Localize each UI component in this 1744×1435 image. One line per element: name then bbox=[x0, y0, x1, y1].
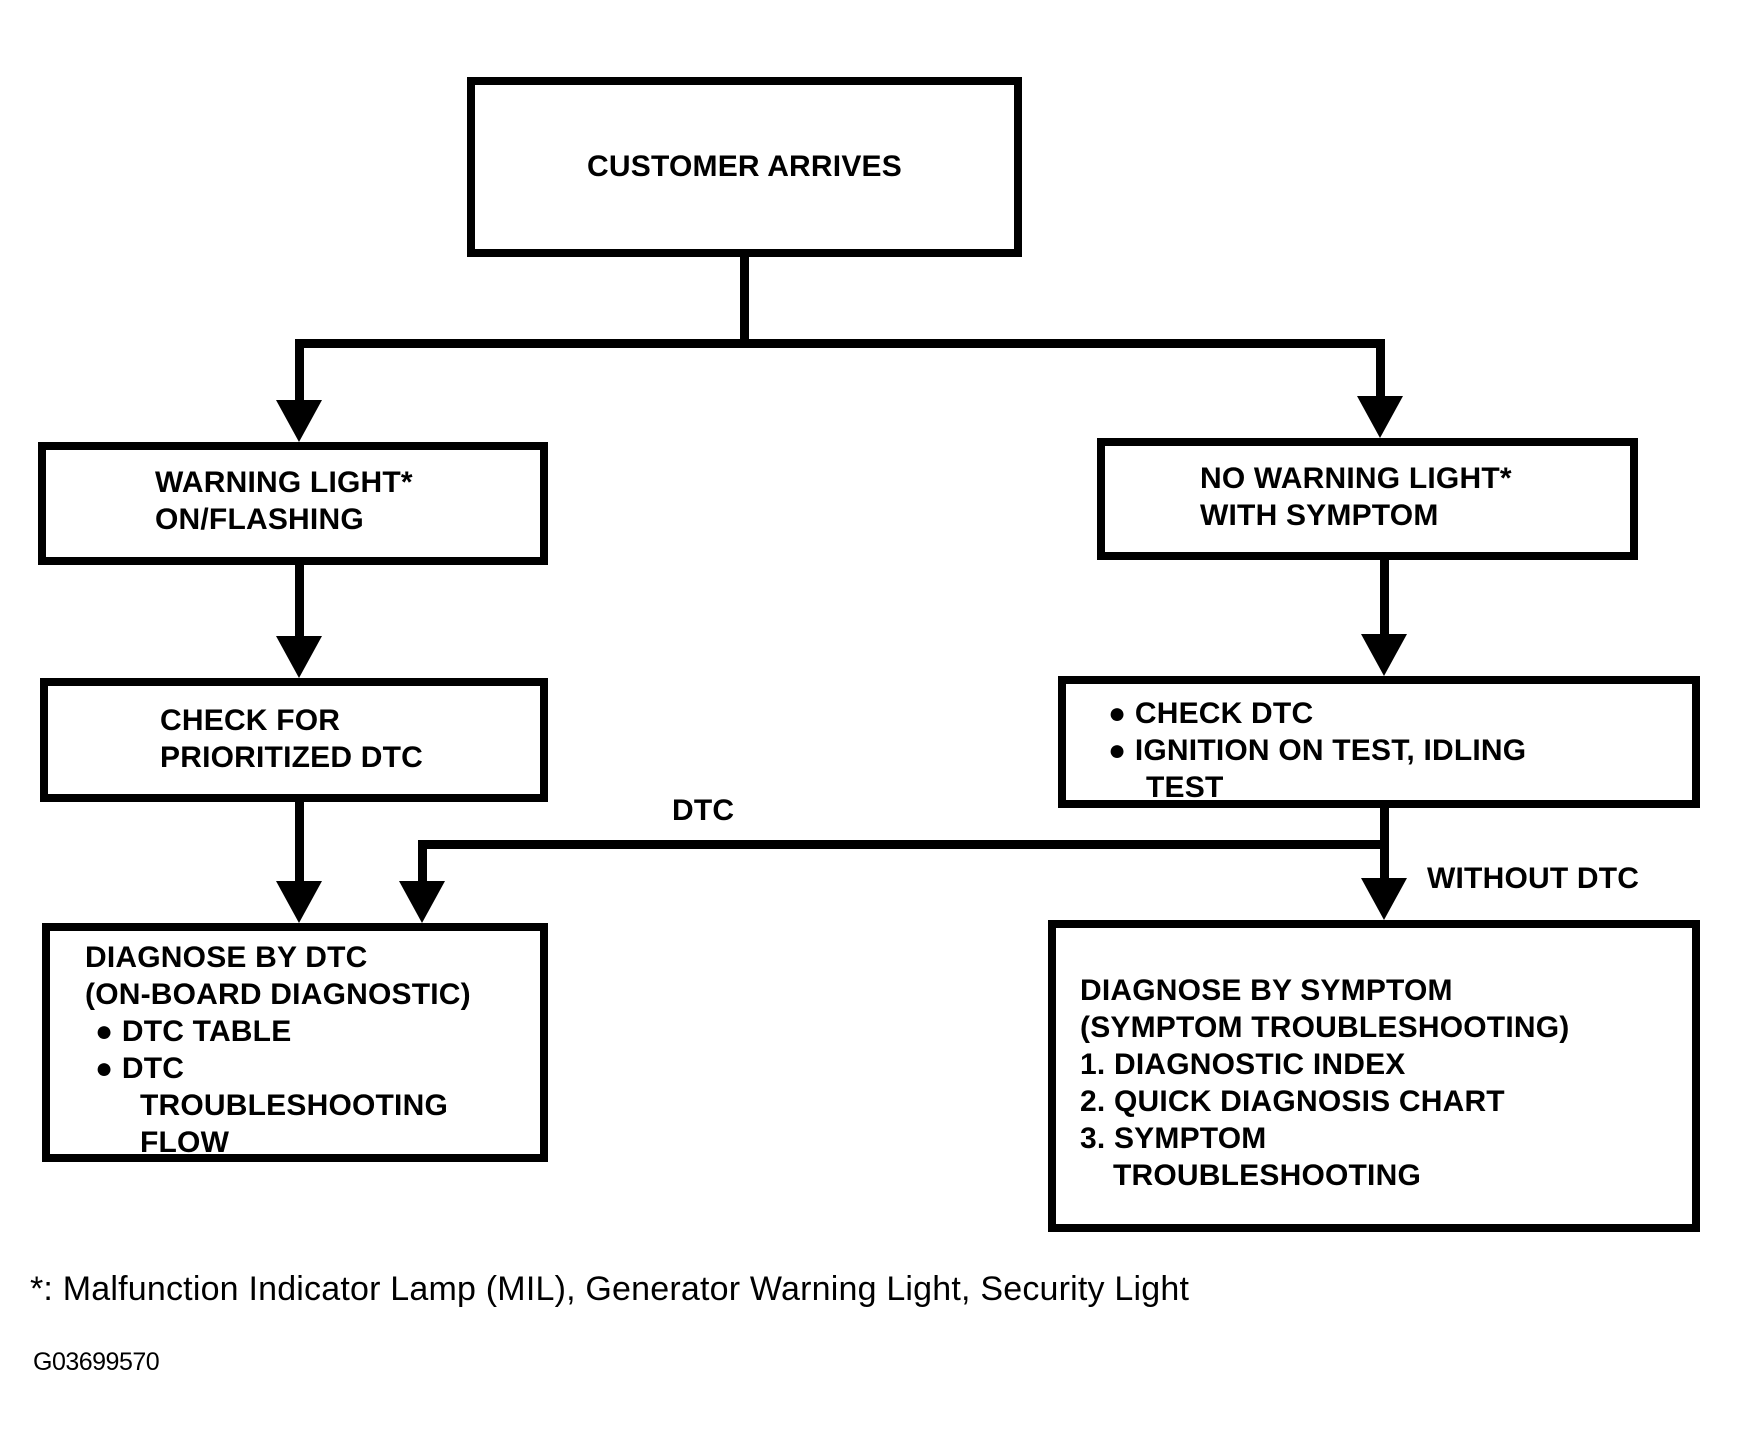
node-diagnose-dtc-line2: (ON-BOARD DIAGNOSTIC) bbox=[85, 978, 471, 1011]
edge-warninglight-to-check-line bbox=[295, 558, 304, 642]
node-no-warning-light-line2: WITH SYMPTOM bbox=[1200, 499, 1439, 532]
node-no-warning-light: NO WARNING LIGHT* WITH SYMPTOM bbox=[1097, 438, 1638, 560]
node-no-warning-light-line1: NO WARNING LIGHT* bbox=[1200, 462, 1512, 495]
edge-label-dtc: DTC bbox=[672, 794, 735, 827]
node-diagnose-dtc-line3: ● DTC TABLE bbox=[95, 1015, 292, 1048]
edge-nowarning-to-checkdtc-line bbox=[1380, 554, 1389, 640]
node-warning-light: WARNING LIGHT* ON/FLASHING bbox=[38, 442, 548, 565]
arrowhead-into-diagnose-dtc-left bbox=[276, 881, 322, 923]
node-customer-arrives: CUSTOMER ARRIVES bbox=[467, 77, 1022, 257]
arrowhead-into-check-prioritized bbox=[276, 636, 322, 678]
node-diagnose-symptom-line3: 1. DIAGNOSTIC INDEX bbox=[1080, 1048, 1406, 1081]
edge-dtc-drop-line bbox=[418, 840, 427, 888]
arrowhead-into-warning-light bbox=[276, 400, 322, 442]
edge-label-without-dtc: WITHOUT DTC bbox=[1427, 862, 1640, 895]
node-check-dtc-line1: ● CHECK DTC bbox=[1108, 697, 1314, 730]
node-check-dtc-line2: ● IGNITION ON TEST, IDLING bbox=[1108, 734, 1527, 767]
node-diagnose-dtc-line4: ● DTC bbox=[95, 1052, 185, 1085]
node-diagnose-by-symptom: DIAGNOSE BY SYMPTOM (SYMPTOM TROUBLESHOO… bbox=[1048, 920, 1700, 1232]
node-diagnose-symptom-line4: 2. QUICK DIAGNOSIS CHART bbox=[1080, 1085, 1505, 1118]
edge-left-drop-line bbox=[295, 339, 304, 403]
edge-dtc-branch-line bbox=[418, 840, 1389, 849]
node-customer-arrives-label: CUSTOMER ARRIVES bbox=[587, 150, 902, 183]
node-check-dtc-line3: TEST bbox=[1146, 771, 1224, 804]
figure-id: G03699570 bbox=[33, 1348, 160, 1376]
node-diagnose-symptom-line5: 3. SYMPTOM bbox=[1080, 1122, 1267, 1155]
node-check-prioritized-line2: PRIORITIZED DTC bbox=[160, 741, 423, 774]
node-diagnose-symptom-line1: DIAGNOSE BY SYMPTOM bbox=[1080, 974, 1453, 1007]
edge-right-drop-line bbox=[1376, 339, 1385, 399]
node-check-dtc-tests: ● CHECK DTC ● IGNITION ON TEST, IDLING T… bbox=[1058, 676, 1700, 808]
node-check-prioritized-dtc: CHECK FOR PRIORITIZED DTC bbox=[40, 678, 548, 802]
edge-branch-line bbox=[295, 339, 1385, 348]
arrowhead-into-diagnose-symptom bbox=[1361, 878, 1407, 920]
node-diagnose-symptom-line2: (SYMPTOM TROUBLESHOOTING) bbox=[1080, 1011, 1570, 1044]
node-diagnose-dtc-line6: FLOW bbox=[140, 1126, 230, 1159]
node-diagnose-symptom-line6: TROUBLESHOOTING bbox=[1113, 1159, 1421, 1192]
footnote-mil-definition: *: Malfunction Indicator Lamp (MIL), Gen… bbox=[30, 1270, 1190, 1308]
arrowhead-into-diagnose-dtc-from-dtc bbox=[399, 881, 445, 923]
edge-trunk-line bbox=[740, 252, 749, 344]
node-warning-light-line1: WARNING LIGHT* bbox=[155, 466, 413, 499]
edge-check-to-diagnosedtc-line bbox=[295, 797, 304, 887]
node-diagnose-by-dtc: DIAGNOSE BY DTC (ON-BOARD DIAGNOSTIC) ● … bbox=[42, 923, 548, 1162]
node-diagnose-dtc-line5: TROUBLESHOOTING bbox=[140, 1089, 448, 1122]
node-check-prioritized-line1: CHECK FOR bbox=[160, 704, 341, 737]
node-diagnose-dtc-line1: DIAGNOSE BY DTC bbox=[85, 941, 368, 974]
node-warning-light-line2: ON/FLASHING bbox=[155, 503, 364, 536]
arrowhead-into-check-dtc bbox=[1361, 634, 1407, 676]
arrowhead-into-no-warning-light bbox=[1357, 396, 1403, 438]
